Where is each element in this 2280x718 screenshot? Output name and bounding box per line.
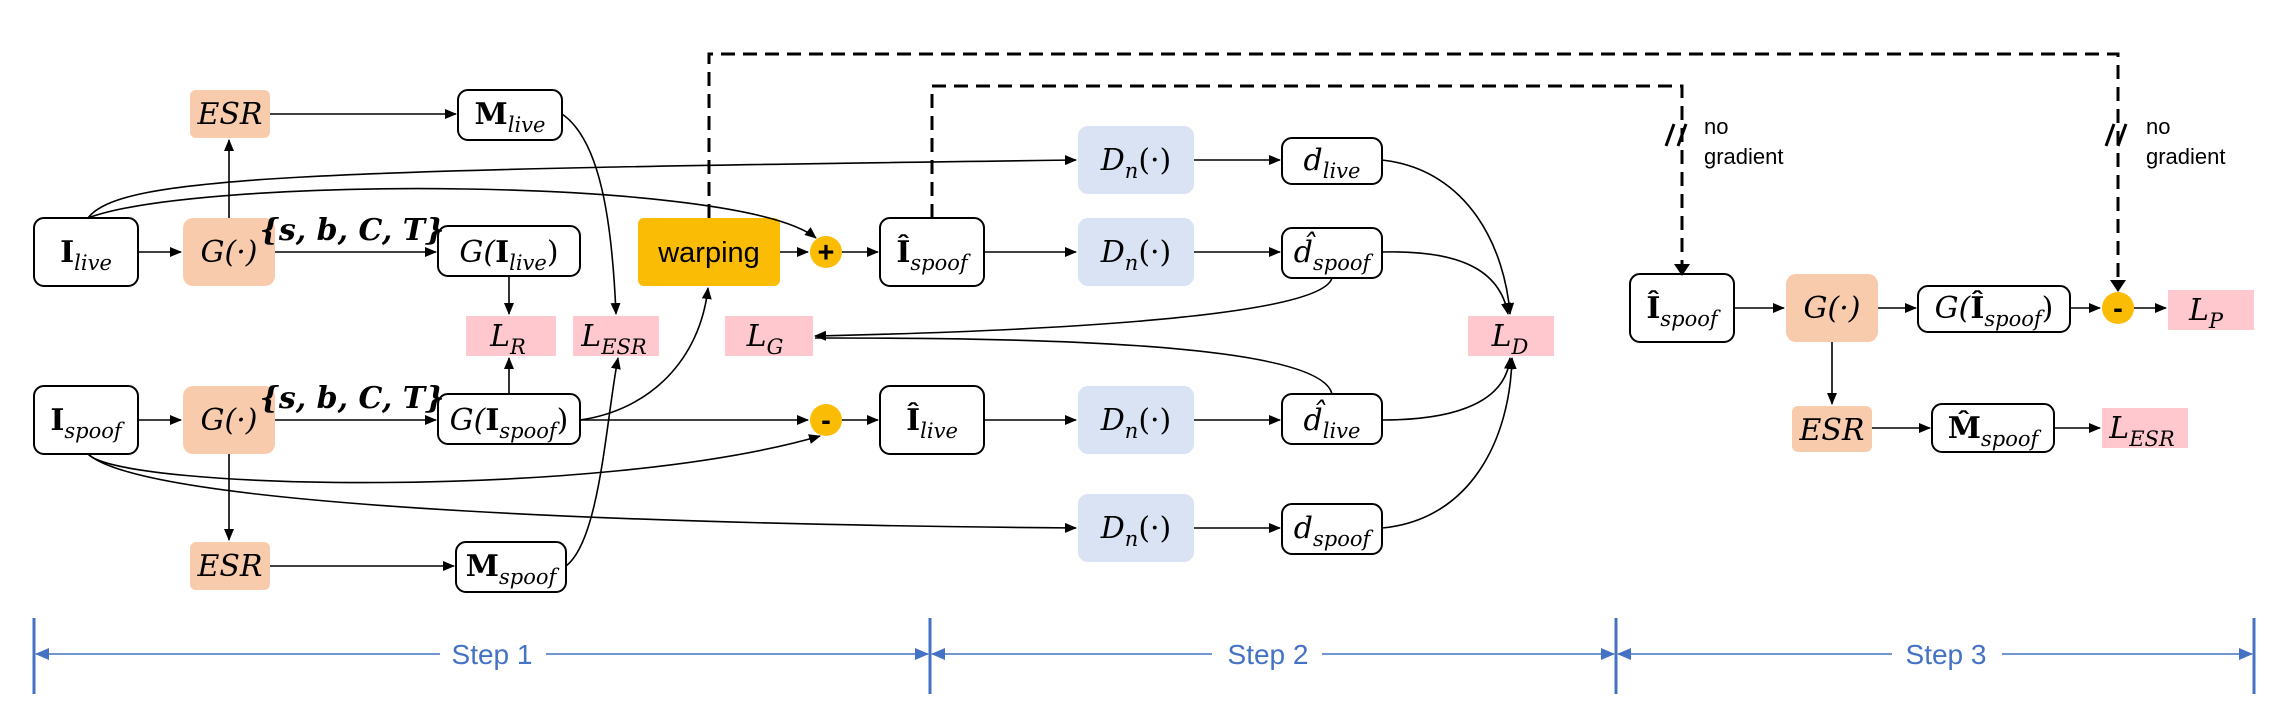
plus-operator-label: +: [818, 237, 835, 269]
plus-operator: [810, 236, 842, 268]
params-top-label: {s, b, C, T}: [260, 213, 445, 248]
step-axis: Step 1 Step 2 Step 3: [32, 618, 2256, 694]
ihat-live-label: Îlive: [906, 402, 958, 443]
esr-step3-box: [1792, 406, 1872, 452]
ihat-spoof-step3-label: Îspoof: [1646, 290, 1721, 331]
l-g-label: LG: [746, 319, 784, 359]
generator-top-label: G(·): [201, 235, 258, 270]
l-esr-label: LESR: [580, 319, 647, 359]
generator-bottom-label: G(·): [201, 403, 258, 438]
discriminator-1-box: [1078, 126, 1194, 194]
discriminator-3-box: [1078, 386, 1194, 454]
step-1-label: Step 1: [452, 639, 533, 670]
l-esr-box: [573, 316, 659, 356]
params-bottom-label: {s, b, C, T}: [260, 381, 445, 416]
l-r-label: LR: [489, 319, 526, 359]
d-spoof-box: [1281, 503, 1383, 555]
ihat-spoof-label: Îspoof: [896, 234, 971, 275]
generator-step3-label: G(·): [1804, 291, 1861, 326]
g-ihat-spoof-box: [1917, 285, 2071, 333]
g-i-spoof-label: G(Ispoof): [450, 403, 569, 443]
minus-operator-step3-label: -: [2113, 293, 2123, 325]
esr-bottom-label: ESR: [196, 549, 262, 584]
step-2-label: Step 2: [1228, 639, 1309, 670]
esr-top-label: ESR: [196, 97, 262, 132]
no-gradient-paths: [707, 52, 2128, 292]
generator-top-box: [183, 218, 275, 286]
discriminator-4-label: Dn(·): [1100, 511, 1172, 551]
minus-operator-step3: [2102, 292, 2134, 324]
l-r-box: [466, 316, 556, 356]
i-spoof-label: Ispoof: [50, 403, 125, 443]
dhat-spoof-label: d̂spoof: [1294, 231, 1374, 275]
m-spoof-label: Mspoof: [466, 549, 560, 589]
generator-bottom-box: [183, 386, 275, 454]
dhat-live-label: d̂live: [1304, 399, 1361, 443]
discriminator-3-label: Dn(·): [1100, 403, 1172, 443]
esr-top-box: [190, 90, 270, 138]
l-d-box: [1468, 316, 1554, 356]
mhat-spoof-label: M̂spoof: [1948, 411, 2042, 451]
l-esr-step3-label: LESR: [2108, 411, 2175, 451]
warping-label: warping: [657, 237, 760, 269]
connectors: [87, 109, 2167, 571]
minus-operator-label: -: [821, 405, 831, 437]
discriminator-4-box: [1078, 494, 1194, 562]
l-p-box: [2168, 290, 2254, 330]
warping-box: [638, 218, 780, 286]
discriminator-2-label: Dn(·): [1100, 235, 1172, 275]
l-esr-step3-box: [2102, 408, 2188, 448]
i-live-label: Ilive: [60, 235, 112, 275]
m-spoof-box: [455, 541, 567, 593]
l-g-box: [725, 316, 813, 356]
g-ihat-spoof-label: G(Îspoof): [1935, 290, 2054, 331]
step-3-label: Step 3: [1906, 639, 1987, 670]
l-p-label: LP: [2188, 293, 2224, 333]
discriminator-1-label: Dn(·): [1100, 143, 1172, 183]
l-d-label: LD: [1491, 319, 1529, 359]
m-live-label: Mlive: [475, 97, 546, 137]
d-live-label: dlive: [1304, 143, 1361, 183]
esr-step3-label: ESR: [1798, 413, 1864, 448]
g-i-live-label: G(Ilive): [459, 235, 558, 275]
esr-bottom-box: [190, 542, 270, 590]
d-live-box: [1281, 137, 1383, 185]
discriminator-2-box: [1078, 218, 1194, 286]
m-live-box: [457, 89, 563, 141]
minus-operator: [810, 404, 842, 436]
generator-step3-box: [1786, 274, 1878, 342]
d-spoof-label: dspoof: [1294, 511, 1374, 551]
